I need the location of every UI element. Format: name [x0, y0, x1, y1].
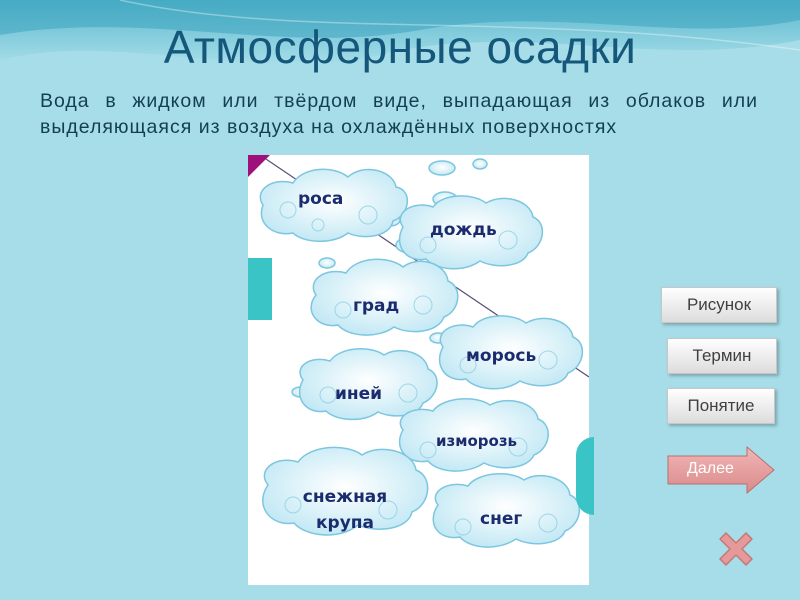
cloud-label-iney[interactable]: иней — [335, 384, 383, 404]
cloud-label-snezhnaya-krupa[interactable]: снежная крупа — [302, 487, 388, 533]
arrow-right-icon — [667, 445, 775, 495]
corner-marker — [248, 155, 270, 177]
picture-button[interactable]: Рисунок — [661, 287, 777, 323]
clouds-diagram — [248, 155, 589, 585]
cloud-label-grad[interactable]: град — [353, 296, 400, 316]
header-waves — [0, 0, 800, 65]
left-side-tab — [248, 258, 272, 320]
cloud-label-sneg[interactable]: снег — [480, 509, 523, 529]
concept-button[interactable]: Понятие — [667, 388, 775, 424]
close-x-icon — [719, 532, 753, 566]
term-button[interactable]: Термин — [667, 338, 777, 374]
next-button[interactable]: Далее — [667, 445, 775, 495]
close-button[interactable] — [714, 527, 758, 571]
cloud-label-izmoroz[interactable]: изморозь — [436, 432, 518, 450]
cloud-label-morosh[interactable]: морось — [466, 346, 537, 366]
cloud-label-dozhd[interactable]: дождь — [430, 220, 497, 240]
slide-title: Атмосферные осадки — [163, 21, 637, 73]
right-side-tab — [576, 437, 594, 515]
next-button-label: Далее — [687, 460, 734, 477]
cloud-label-rosa[interactable]: роса — [298, 189, 344, 209]
slide-description: Вода в жидком или твёрдом виде, выпадающ… — [40, 90, 758, 138]
